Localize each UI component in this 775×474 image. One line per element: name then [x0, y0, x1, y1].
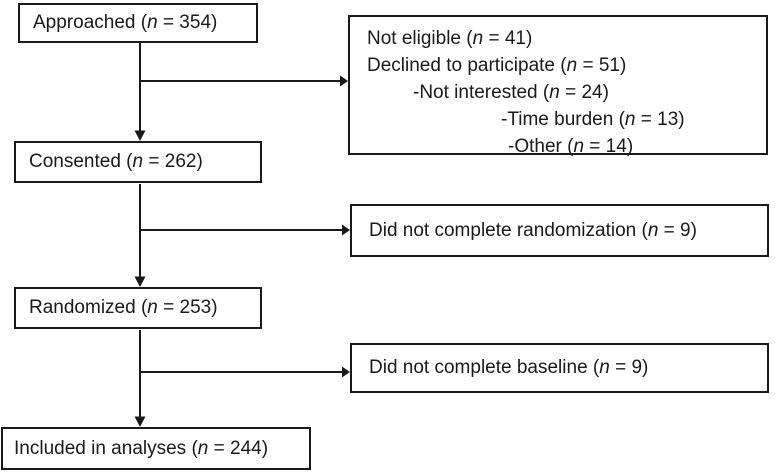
label-pre: Did not complete baseline (: [369, 357, 600, 378]
label-pre: -Other (: [508, 136, 574, 157]
n-italic: n: [624, 109, 636, 130]
n-italic: n: [549, 82, 560, 103]
node-included-label: Included in analyses (n = 244): [14, 438, 268, 460]
label-post: = 354): [157, 12, 218, 33]
node-no-randomization-label: Did not complete randomization (n = 9): [369, 220, 697, 242]
arrow-approached-to-excluded: [140, 75, 348, 87]
label-post: = 262): [143, 151, 203, 172]
label-pre: Consented (: [29, 151, 133, 172]
label-post: = 51): [577, 55, 627, 76]
node-consented: Consented (n = 262): [14, 141, 262, 183]
node-excluded-after-approach: Not eligible (n = 41) Declined to partic…: [348, 15, 768, 157]
label-post: = 14): [584, 136, 634, 157]
n-italic: n: [599, 357, 610, 378]
node-randomized-label: Randomized (n = 253): [29, 297, 218, 319]
label-pre: -Time burden (: [501, 109, 625, 130]
node-included-in-analyses: Included in analyses (n = 244): [1, 427, 311, 470]
n-italic: n: [132, 151, 144, 172]
n-italic: n: [573, 136, 585, 157]
label-post: = 41): [483, 28, 533, 49]
node-no-baseline-label: Did not complete baseline (n = 9): [369, 357, 648, 379]
n-italic: n: [472, 28, 484, 49]
arrow-randomized-to-no-baseline: [140, 366, 350, 378]
label-post: = 9): [658, 219, 697, 241]
label-post: = 9): [609, 357, 649, 378]
n-italic: n: [566, 55, 578, 76]
label-post: = 13): [635, 109, 685, 130]
excluded-line-not-interested: -Not interested (n = 24): [367, 79, 766, 106]
excluded-line-declined: Declined to participate (n = 51): [367, 52, 766, 79]
label-pre: Not eligible (: [367, 28, 473, 49]
node-approached-label: Approached (n = 354): [33, 12, 217, 34]
n-italic: n: [647, 219, 659, 241]
node-no-randomization: Did not complete randomization (n = 9): [350, 204, 769, 257]
node-consented-label: Consented (n = 262): [29, 151, 203, 173]
node-no-baseline: Did not complete baseline (n = 9): [350, 343, 769, 393]
label-pre: Declined to participate (: [367, 55, 567, 76]
excluded-line-time-burden: -Time burden (n = 13): [367, 106, 766, 133]
label-pre: Approached (: [33, 12, 148, 33]
label-pre: Did not complete randomization (: [369, 219, 648, 241]
label-post: = 24): [559, 82, 609, 103]
label-pre: Randomized (: [29, 297, 148, 318]
arrow-consented-to-no-randomization: [140, 224, 350, 236]
node-approached: Approached (n = 354): [18, 3, 258, 43]
label-post: = 244): [208, 437, 269, 459]
arrow-consented-to-randomized: [134, 184, 146, 287]
node-randomized: Randomized (n = 253): [14, 287, 262, 329]
arrow-approached-to-consented: [134, 42, 146, 141]
excluded-line-other: -Other (n = 14): [367, 133, 766, 160]
n-italic: n: [147, 297, 158, 318]
n-italic: n: [197, 437, 209, 459]
arrow-randomized-to-included: [134, 330, 146, 427]
excluded-line-not-eligible: Not eligible (n = 41): [367, 25, 766, 52]
label-pre: -Not interested (: [413, 82, 550, 103]
label-post: = 253): [157, 297, 218, 318]
label-pre: Included in analyses (: [14, 437, 198, 459]
n-italic: n: [147, 12, 158, 33]
